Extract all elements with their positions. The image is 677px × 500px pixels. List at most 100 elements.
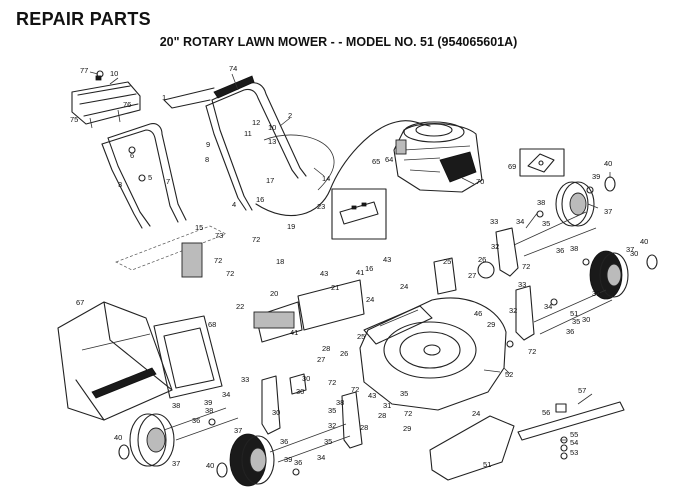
part-number-label: 65 [372, 157, 380, 166]
bracket-69-part [519, 148, 565, 177]
part-number-label: 28 [360, 423, 368, 432]
part-number-label: 26 [340, 349, 348, 358]
part-number-label: 54 [570, 438, 578, 447]
part-number-label: 12 [252, 118, 260, 127]
part-number-label: 17 [266, 176, 274, 185]
part-number-label: 72 [226, 269, 234, 278]
part-number-label: 16 [256, 195, 264, 204]
part-number-label: 32 [328, 421, 336, 430]
part-number-label: 38 [172, 401, 180, 410]
part-number-label: 35 [328, 406, 336, 415]
part-number-label: 27 [468, 271, 476, 280]
part-number-label: 72 [522, 262, 530, 271]
part-number-label: 74 [229, 64, 237, 73]
part-number-label: 37 [234, 426, 242, 435]
part-number-label: 72 [214, 256, 222, 265]
part-number-label: 2 [288, 111, 292, 120]
part-number-label: 20 [270, 289, 278, 298]
part-number-label: 43 [320, 269, 328, 278]
part-number-label: 29 [403, 424, 411, 433]
part-number-label: 77 [80, 66, 88, 75]
diagram-subtitle: 20" ROTARY LAWN MOWER - - MODEL NO. 51 (… [159, 35, 518, 49]
part-number-label: 30 [302, 374, 310, 383]
part-number-label: 9 [206, 140, 210, 149]
part-number-label: 72 [328, 378, 336, 387]
part-number-label: 30 [582, 315, 590, 324]
part-number-label: 37 [172, 459, 180, 468]
part-number-label: 27 [317, 355, 325, 364]
part-number-label: 6 [130, 151, 134, 160]
part-number-label: 40 [640, 237, 648, 246]
control-cable [255, 120, 431, 217]
part-number-label: 28 [322, 344, 330, 353]
part-number-label: 29 [487, 320, 495, 329]
part-number-label: 33 [518, 280, 526, 289]
part-number-label: 22 [236, 302, 244, 311]
part-number-label: 39 [284, 455, 292, 464]
grass-bag-part [57, 301, 173, 421]
part-number-label: 34 [317, 453, 325, 462]
part-number-label: 13 [268, 137, 276, 146]
part-number-label: 38 [205, 406, 213, 415]
part-number-label: 24 [400, 282, 408, 291]
part-number-label: 64 [385, 155, 393, 164]
part-number-label: 10 [110, 69, 118, 78]
part-number-label: 36 [192, 416, 200, 425]
part-number-label: 28 [378, 411, 386, 420]
part-number-label: 39 [204, 398, 212, 407]
part-number-label: 34 [222, 390, 230, 399]
lower-handle-part [101, 123, 187, 229]
part-number-label: 4 [232, 200, 236, 209]
part-number-label: 37 [604, 207, 612, 216]
part-number-label: 32 [491, 242, 499, 251]
height-bracket-right [495, 227, 519, 277]
part-number-label: 35 [572, 317, 580, 326]
part-number-label: 43 [368, 391, 376, 400]
part-number-label: 16 [365, 264, 373, 273]
bag-frame-part [153, 315, 223, 399]
part-number-label: 10 [268, 123, 276, 132]
part-number-label: 51 [483, 460, 491, 469]
part-number-label: 40 [604, 159, 612, 168]
part-number-label: 75 [70, 115, 78, 124]
part-number-label: 21 [331, 283, 339, 292]
part-number-label: 19 [287, 222, 295, 231]
part-number-label: 72 [404, 409, 412, 418]
part-number-label: 7 [166, 177, 170, 186]
part-number-label: 40 [114, 433, 122, 442]
part-number-label: 41 [290, 328, 298, 337]
part-number-label: 32 [509, 306, 517, 315]
part-number-label: 35 [542, 219, 550, 228]
rear-wheel-upper-part [555, 176, 616, 227]
part-number-label: 30 [272, 408, 280, 417]
part-number-label: 23 [317, 202, 325, 211]
part-number-label: 36 [556, 246, 564, 255]
part-number-label: 18 [276, 257, 284, 266]
bag-hood-part [71, 75, 141, 129]
baffle-51-part [429, 415, 515, 481]
part-number-label: 36 [294, 458, 302, 467]
part-number-label: 40 [206, 461, 214, 470]
part-number-label: 41 [356, 268, 364, 277]
part-number-label: 72 [528, 347, 536, 356]
engine-part [393, 121, 483, 193]
part-number-label: 5 [148, 173, 152, 182]
part-number-label: 38 [537, 198, 545, 207]
page-title: REPAIR PARTS [16, 9, 151, 29]
part-number-label: 36 [566, 327, 574, 336]
part-number-label: 35 [400, 389, 408, 398]
part-number-label: 46 [474, 309, 482, 318]
upper-handle-part [163, 75, 307, 211]
part-number-label: 43 [383, 255, 391, 264]
part-number-label: 38 [336, 398, 344, 407]
mower-deck-part [359, 297, 507, 411]
part-number-label: 56 [542, 408, 550, 417]
part-number-label: 24 [472, 409, 480, 418]
part-number-label: 76 [123, 100, 131, 109]
leader-lines [89, 71, 611, 441]
rear-door-part [255, 279, 365, 343]
part-number-label: 69 [508, 162, 516, 171]
part-number-label: 55 [570, 430, 578, 439]
